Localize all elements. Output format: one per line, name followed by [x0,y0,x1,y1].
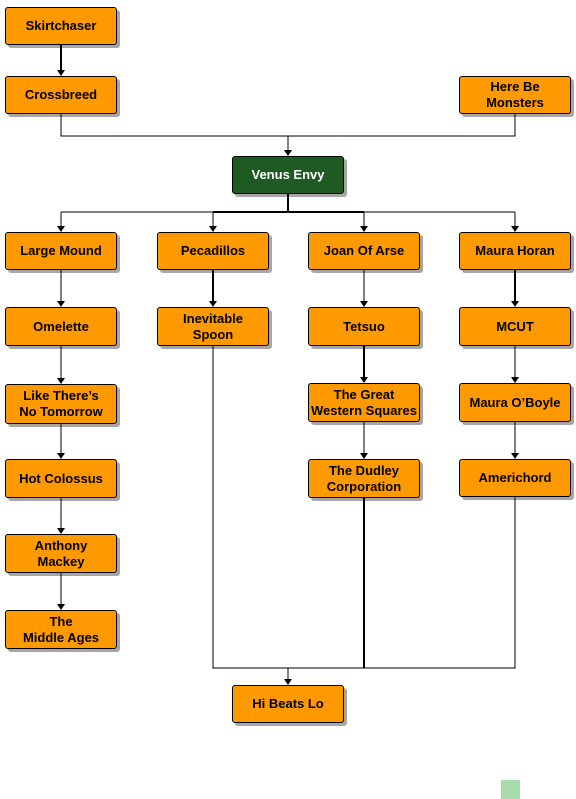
arrowhead [57,70,65,76]
node-skirtchaser: Skirtchaser [5,7,117,45]
connector-merge-left [212,346,288,669]
arrowhead [57,528,65,534]
node-hot-colossus: Hot Colossus [5,459,117,498]
node-omelette: Omelette [5,307,117,346]
arrowhead [57,301,65,307]
arrowhead [511,377,519,383]
node-like-theres-no-tomorrow: Like There’s No Tomorrow [5,384,117,424]
node-dudley-corporation: The Dudley Corporation [308,459,420,498]
node-joan-of-arse: Joan Of Arse [308,232,420,270]
node-americhord: Americhord [459,459,571,497]
arrowhead [511,301,519,307]
arrowhead [511,226,519,232]
arrowhead [57,226,65,232]
arrowhead [284,150,292,156]
arrowhead [57,604,65,610]
node-tetsuo: Tetsuo [308,307,420,346]
arrowhead [360,301,368,307]
node-here-be-monsters: Here Be Monsters [459,76,571,114]
arrowhead [57,378,65,384]
node-anthony-mackey: Anthony Mackey [5,534,117,573]
connector-merge-right [288,497,516,669]
node-mcut: MCUT [459,307,571,346]
node-crossbreed: Crossbreed [5,76,117,114]
connector-to-venus-envy [60,114,516,150]
connector-branch-drops [60,212,516,226]
color-swatch [501,780,520,799]
node-maura-horan: Maura Horan [459,232,571,270]
node-venus-envy: Venus Envy [232,156,344,194]
arrowhead [284,679,292,685]
arrowhead [511,453,519,459]
node-pecadillos: Pecadillos [157,232,269,270]
arrowhead [360,226,368,232]
node-hi-beats-lo: Hi Beats Lo [232,685,344,723]
node-great-western-squares: The Great Western Squares [308,383,420,422]
node-the-middle-ages: The Middle Ages [5,610,117,649]
node-maura-oboyle: Maura O’Boyle [459,383,571,422]
arrowhead [209,226,217,232]
arrowhead [209,301,217,307]
node-inevitable-spoon: Inevitable Spoon [157,307,269,346]
arrowhead [360,453,368,459]
arrowhead [57,453,65,459]
node-large-mound: Large Mound [5,232,117,270]
arrowhead [360,377,368,383]
